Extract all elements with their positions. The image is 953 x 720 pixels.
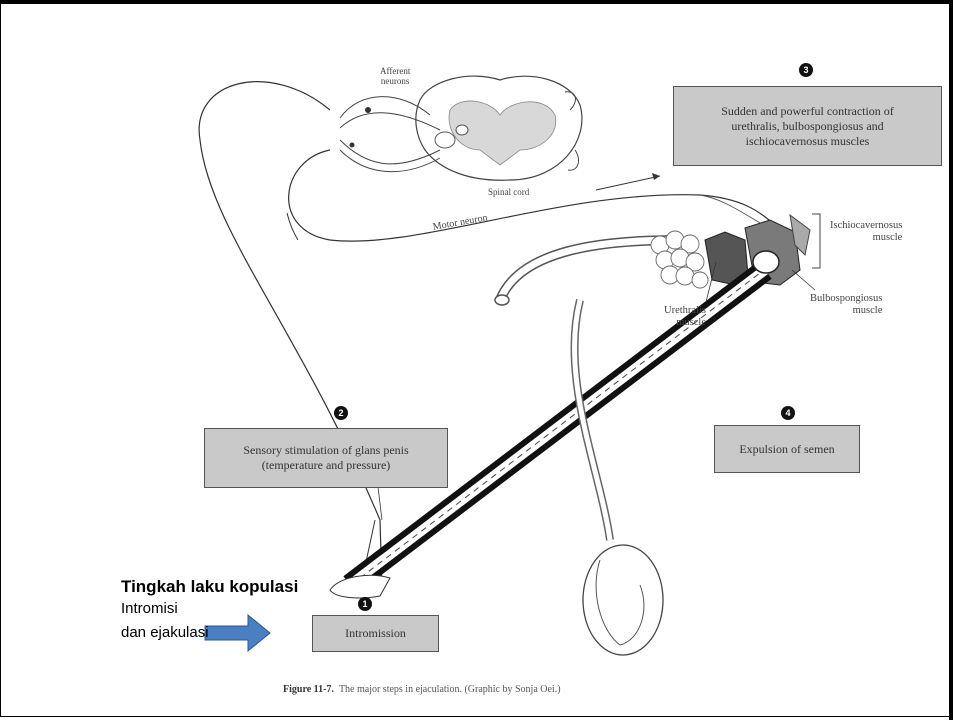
step-2-number: 2 [334,406,348,420]
step-3-number: 3 [799,63,813,77]
figure-caption: Figure 11-7. The major steps in ejaculat… [283,684,561,695]
bulbospongiosus-label: Bulbospongiosus muscle [810,293,882,317]
slide-heading: Tingkah laku kopulasi [121,577,298,597]
step-4-box: Expulsion of semen [714,425,860,473]
step2-pointer [378,487,382,520]
testis [583,545,663,655]
seminal-vesicle [651,231,708,288]
blue-right-arrow [205,615,270,651]
step-4-number: 4 [781,406,795,420]
step-3-box: Sudden and powerful contraction of ureth… [673,86,942,166]
afferent-neurons-label: Afferent neurons [380,66,410,86]
glans-penis [330,575,390,598]
tube-opening [495,295,509,305]
spinal-cord-label: Spinal cord [488,186,529,198]
slide-subtext-1: Intromisi [121,600,178,617]
urethralis-label: Urethralis muscle [664,305,706,329]
figure-caption-text: The major steps in ejaculation. (Graphic… [339,684,561,695]
step-1-box: Intromission [312,615,439,652]
ischiocavernosus-label: Ischiocavernosus muscle [830,220,902,244]
slide-subtext-2: dan ejakulasi [121,624,209,641]
spinal-cord-cross-section [416,76,582,180]
direction-arrow-top [596,176,660,190]
step-1-number: 1 [358,597,372,611]
bulbospongiosus-pointer [792,270,815,290]
ganglion-dot-2 [350,143,355,148]
afferent-nerve-path [199,82,382,588]
figure-caption-label: Figure 11-7. [283,684,334,695]
bulb-end [753,251,779,273]
direction-arrow-left [287,213,298,240]
step-2-box: Sensory stimulation of glans penis (temp… [204,428,448,488]
direction-arrowhead-top [652,173,660,180]
ganglion-dot-1 [365,107,371,113]
ischio-bracket [812,214,820,268]
